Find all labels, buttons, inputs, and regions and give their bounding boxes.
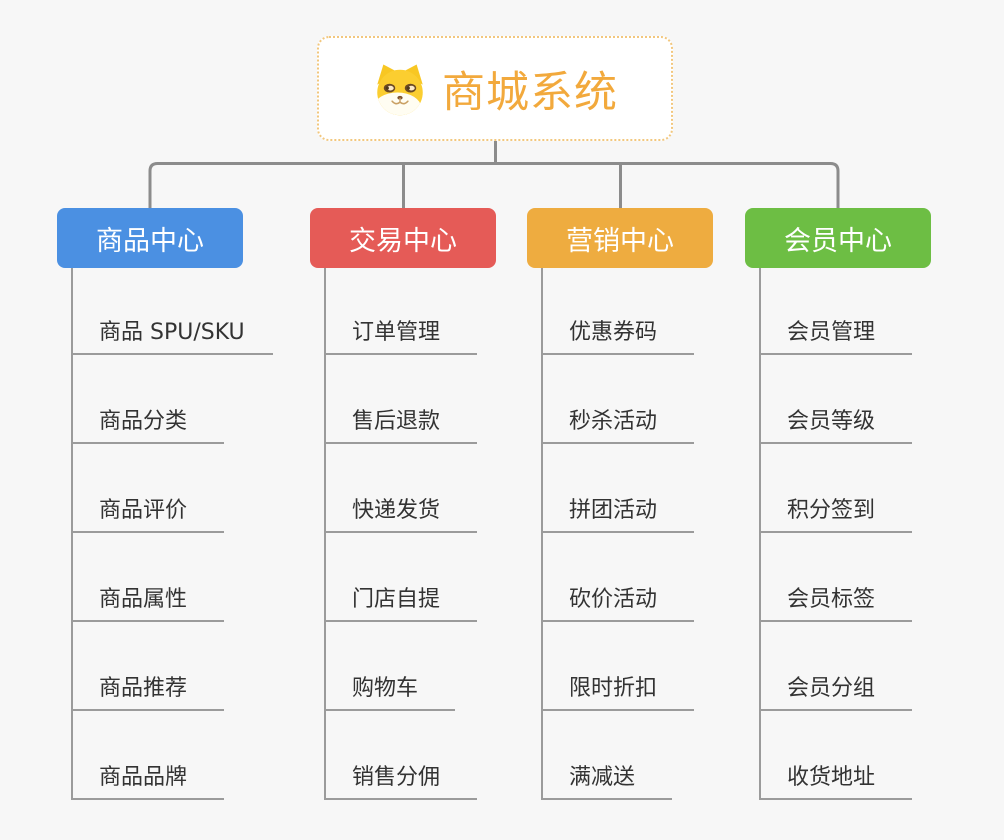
leaf-label: 快递发货 [352,498,441,523]
branch-connector-line [541,268,543,800]
leaf-label: 限时折扣 [569,676,658,701]
leaf-label: 购物车 [352,676,419,701]
leaf-node[interactable]: 商品 SPU/SKU [71,309,273,355]
leaf-label: 商品品牌 [99,765,188,790]
leaf-node[interactable]: 购物车 [324,665,455,711]
leaf-label: 会员分组 [787,676,876,701]
leaf-node[interactable]: 售后退款 [324,398,477,444]
leaf-label: 商品评价 [99,498,188,523]
leaf-label: 积分签到 [787,498,876,523]
leaf-node[interactable]: 砍价活动 [541,576,694,622]
branch-header-member-center[interactable]: 会员中心 [745,208,931,268]
leaf-label: 会员等级 [787,409,876,434]
leaf-node[interactable]: 销售分佣 [324,754,477,800]
leaf-node[interactable]: 订单管理 [324,309,477,355]
branch-connector-line [71,268,73,800]
leaf-label: 商品推荐 [99,676,188,701]
leaf-node[interactable]: 会员等级 [759,398,912,444]
leaf-label: 门店自提 [352,587,441,612]
leaf-label: 售后退款 [352,409,441,434]
leaf-label: 收货地址 [787,765,876,790]
leaf-node[interactable]: 积分签到 [759,487,912,533]
root-title: 商城系统 [442,67,618,118]
leaf-label: 优惠券码 [569,320,658,345]
leaf-label: 商品属性 [99,587,188,612]
branch-connector-line [759,268,761,800]
root-node[interactable]: 商城系统 [317,36,673,141]
leaf-label: 销售分佣 [352,765,441,790]
dog-face-icon [377,64,423,115]
leaf-node[interactable]: 会员管理 [759,309,912,355]
leaf-label: 订单管理 [352,320,441,345]
leaf-label: 商品分类 [99,409,188,434]
leaf-node[interactable]: 商品属性 [71,576,224,622]
leaf-node[interactable]: 会员分组 [759,665,912,711]
leaf-label: 会员管理 [787,320,876,345]
leaf-label: 砍价活动 [569,587,658,612]
leaf-node[interactable]: 满减送 [541,754,672,800]
leaf-node[interactable]: 优惠券码 [541,309,694,355]
leaf-label: 满减送 [569,765,636,790]
leaf-node[interactable]: 收货地址 [759,754,912,800]
branch-header-product-center[interactable]: 商品中心 [57,208,243,268]
branch-header-trade-center[interactable]: 交易中心 [310,208,496,268]
leaf-node[interactable]: 会员标签 [759,576,912,622]
leaf-node[interactable]: 拼团活动 [541,487,694,533]
branch-header-marketing-center[interactable]: 营销中心 [527,208,713,268]
leaf-node[interactable]: 商品品牌 [71,754,224,800]
leaf-node[interactable]: 商品推荐 [71,665,224,711]
leaf-label: 拼团活动 [569,498,658,523]
leaf-node[interactable]: 限时折扣 [541,665,694,711]
leaf-label: 商品 SPU/SKU [99,320,245,345]
leaf-label: 会员标签 [787,587,876,612]
leaf-node[interactable]: 秒杀活动 [541,398,694,444]
leaf-label: 秒杀活动 [569,409,658,434]
branch-connector-line [324,268,326,800]
leaf-node[interactable]: 快递发货 [324,487,477,533]
leaf-node[interactable]: 门店自提 [324,576,477,622]
leaf-node[interactable]: 商品分类 [71,398,224,444]
leaf-node[interactable]: 商品评价 [71,487,224,533]
